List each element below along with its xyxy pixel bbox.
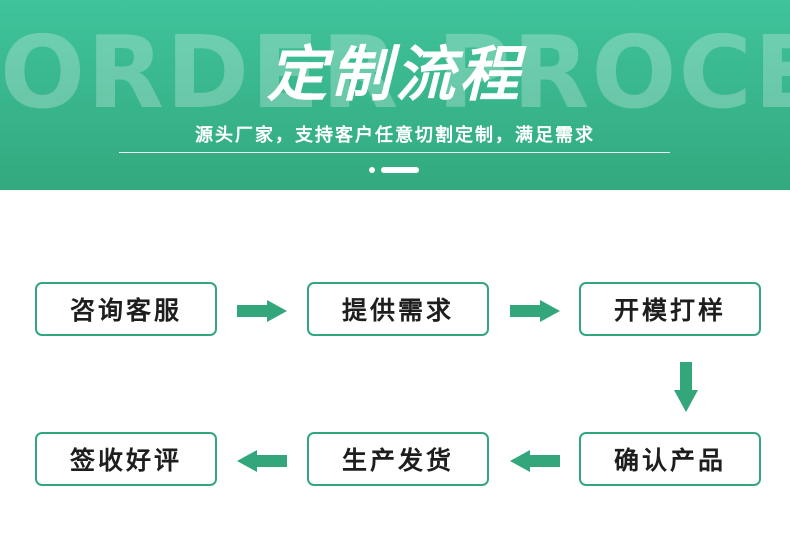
decor-dot — [369, 167, 375, 173]
step-mold-sample: 开模打样 — [579, 282, 761, 336]
header-banner: ORDER PROCESS 定制流程 源头厂家，支持客户任意切割定制，满足需求 — [0, 0, 790, 190]
step-confirm-product: 确认产品 — [579, 432, 761, 486]
background-watermark-text: ORDER PROCESS — [0, 14, 790, 131]
arrow-down-icon — [674, 362, 698, 412]
arrow-left-icon — [510, 450, 560, 472]
subtitle-underline — [119, 152, 670, 153]
step-consult: 咨询客服 — [35, 282, 217, 336]
arrow-right-icon — [510, 300, 560, 322]
decor-dash — [381, 167, 419, 173]
step-produce-ship: 生产发货 — [307, 432, 489, 486]
page-title: 定制流程 — [267, 40, 523, 110]
arrow-right-icon — [237, 300, 287, 322]
step-sign-review: 签收好评 — [35, 432, 217, 486]
arrow-left-icon — [237, 450, 287, 472]
subtitle: 源头厂家，支持客户任意切割定制，满足需求 — [195, 125, 595, 146]
step-provide-requirements: 提供需求 — [307, 282, 489, 336]
